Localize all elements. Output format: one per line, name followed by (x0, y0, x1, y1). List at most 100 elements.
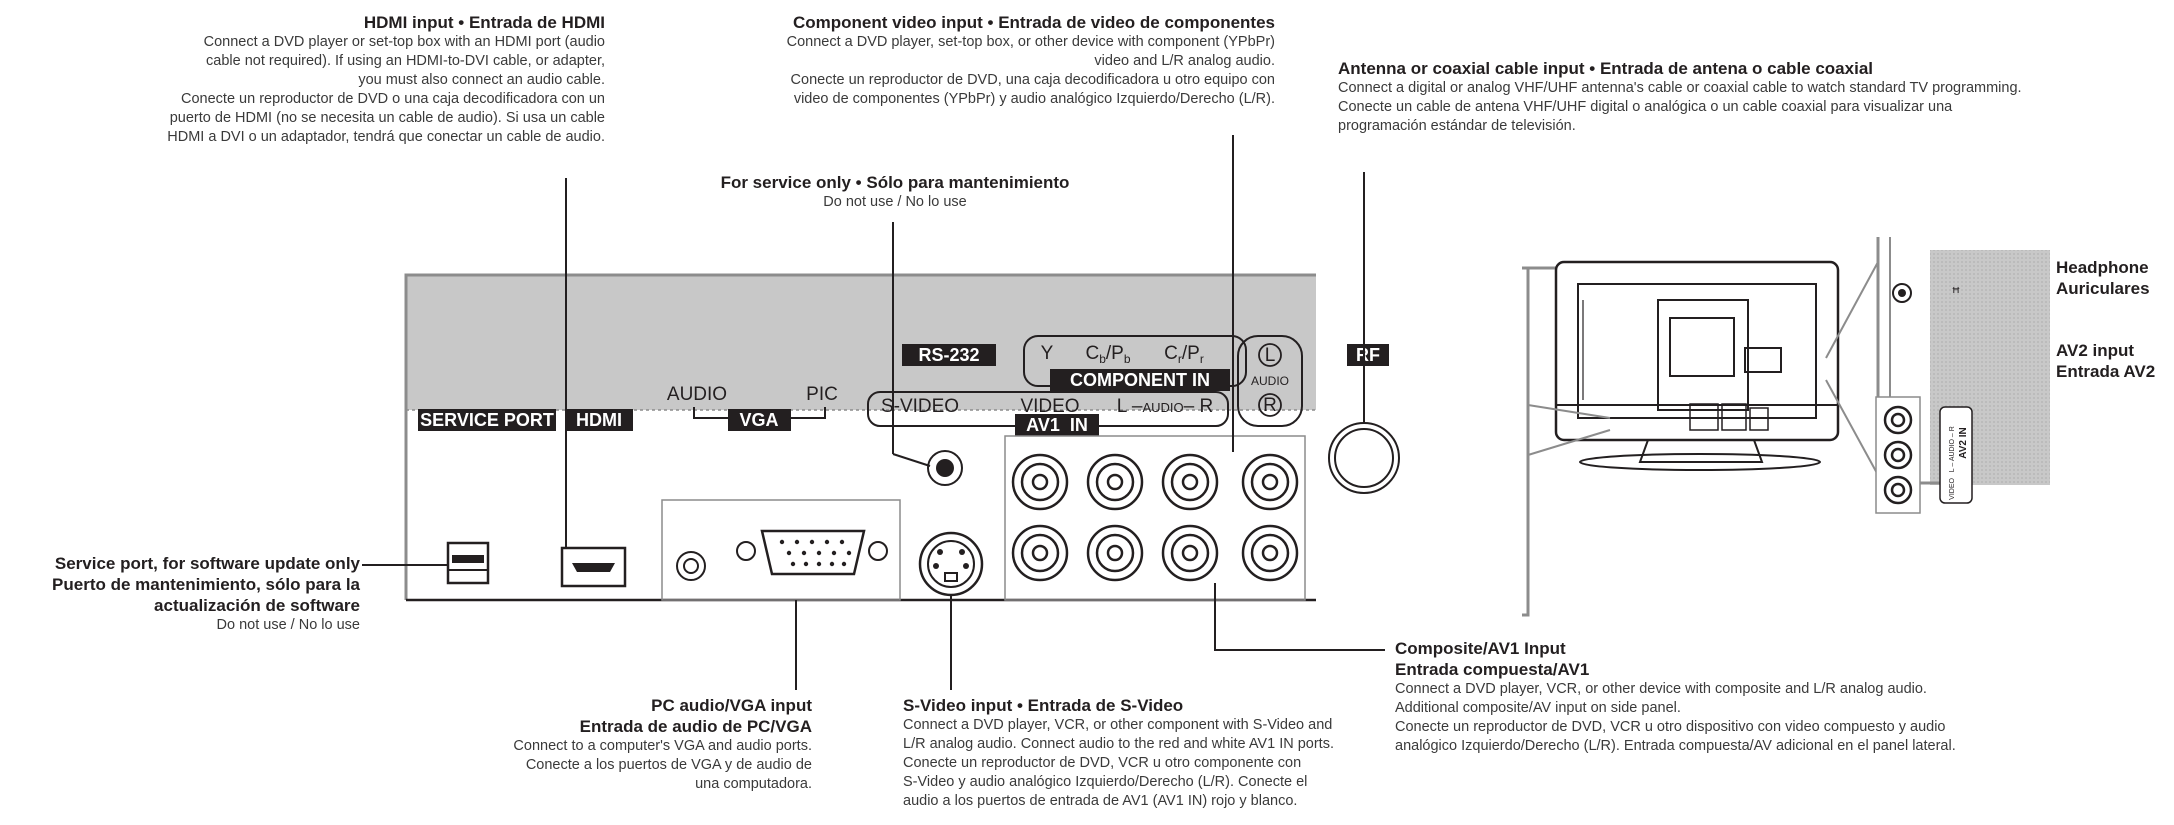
audio-r-jack (1241, 524, 1299, 582)
service-port-callout-title: Puerto de mantenimiento, sólo para la (52, 575, 360, 594)
vga-badge-text: VGA (739, 410, 778, 430)
composite-callout-title: Entrada compuesta/AV1 (1395, 660, 1590, 679)
back-panel (404, 273, 1316, 602)
rs232-badge (902, 344, 996, 366)
component-callout-line: video de componentes (YPbPr) y audio ana… (793, 91, 1275, 107)
side-panel-inset: ꟸ AV2 IN VIDEO L – AUDIO – R (1875, 237, 2055, 514)
headphone-jack (1892, 283, 1912, 303)
pc-vga-callout-line: Conecte a los puertos de VGA y de audio … (525, 757, 812, 773)
component-pb-jack (1086, 453, 1144, 511)
pc-vga-callout-line: una computadora. (695, 776, 812, 792)
service-port-callout-title: actualización de software (154, 596, 360, 615)
rf-badge-text: RF (1356, 345, 1380, 365)
headphone-callout: Headphone Auriculares (2056, 257, 2171, 299)
service-only-callout-line: Do not use / No lo use (823, 194, 967, 210)
component-callout-line: Conecte un reproductor de DVD, una caja … (790, 72, 1275, 88)
composite-callout-line: Conecte un reproductor de DVD, VCR u otr… (1395, 719, 1946, 735)
component-pr-jack (1161, 453, 1219, 511)
av1-video-jack (1011, 524, 1069, 582)
svideo-callout-line: L/R analog audio. Connect audio to the r… (903, 736, 1334, 752)
hdmi-callout-line: cable not required). If using an HDMI-to… (206, 53, 605, 69)
hdmi-callout: HDMI input • Entrada de HDMI Connect a D… (75, 12, 605, 147)
av2-callout-title: Entrada AV2 (2056, 362, 2156, 381)
av1-audio-label: L –AUDIO– R (1117, 396, 1213, 417)
service-only-leader-hook (892, 453, 931, 467)
zoom-bracket (1522, 266, 1560, 617)
vga-port (736, 529, 888, 576)
composite-callout-line: Additional composite/AV input on side pa… (1395, 700, 1681, 716)
antenna-callout-line: programación estándar de televisión. (1338, 118, 1576, 134)
component-callout-line: video and L/R analog audio. (1094, 53, 1275, 69)
av1-audio-l-jack (1086, 524, 1144, 582)
component-in-badge-text: COMPONENT IN (1070, 370, 1210, 390)
vga-pic-label: PIC (806, 384, 838, 405)
pc-audio-jack (676, 551, 706, 581)
rf-badge (1347, 344, 1389, 366)
rs232-jack (927, 450, 963, 486)
hdmi-callout-line: you must also connect an audio cable. (358, 72, 605, 88)
svideo-callout-line: Conecte un reproductor de DVD, VCR u otr… (903, 755, 1302, 771)
rf-antenna-jack (1328, 422, 1400, 494)
pc-vga-callout-title: PC audio/VGA input (651, 696, 812, 715)
composite-leader (1214, 583, 1385, 651)
service-port-badge-text: SERVICE PORT (420, 410, 554, 430)
service-port-callout: Service port, for software update only P… (0, 553, 360, 635)
component-cb-label: Cb/Pb (1085, 343, 1130, 366)
av1-video-label: VIDEO (1020, 396, 1079, 417)
av2-jacks (1883, 405, 1913, 505)
av2-side-small-text: VIDEO L – AUDIO – R (1949, 426, 1956, 500)
rca-jacks (1011, 453, 1299, 582)
vga-audio-label: AUDIO (667, 384, 727, 405)
composite-callout-title: Composite/AV1 Input (1395, 639, 1566, 658)
composite-callout-line: Connect a DVD player, VCR, or other devi… (1395, 681, 1927, 697)
rs232-badge-text: RS-232 (918, 345, 979, 365)
tv-rear-view (1554, 260, 1840, 471)
av1-in-badge-text: AV1 IN (1026, 415, 1088, 435)
hdmi-callout-line: Connect a DVD player or set-top box with… (203, 34, 605, 50)
headphone-callout-title: Headphone (2056, 258, 2149, 277)
antenna-callout-line: Connect a digital or analog VHF/UHF ante… (1338, 80, 2022, 96)
pc-vga-frame (661, 499, 901, 601)
panel-frame (404, 273, 1316, 600)
svideo-callout-title: S-Video input • Entrada de S-Video (903, 696, 1184, 715)
hdmi-callout-line: puerto de HDMI (no se necesita un cable … (169, 110, 605, 126)
pc-vga-callout: PC audio/VGA input Entrada de audio de P… (430, 695, 812, 794)
rca-jack-frame (1004, 435, 1306, 601)
service-port-badge (418, 409, 556, 431)
component-y-jack (1011, 453, 1069, 511)
svideo-callout-line: Connect a DVD player, VCR, or other comp… (903, 717, 1333, 733)
audio-lr-pill (1237, 335, 1303, 427)
hdmi-callout-line: HDMI a DVI o un adaptador, tendrá que co… (167, 129, 605, 145)
pc-vga-callout-title: Entrada de audio de PC/VGA (579, 717, 812, 736)
component-callout-title: Component video input • Entrada de video… (793, 13, 1275, 32)
av2-audio-r-jack (1883, 475, 1913, 505)
panel-labels: SERVICE PORT HDMI AUDIO PIC VGA RS-232 R… (418, 335, 1389, 436)
svideo-callout-line: S-Video y audio analógico Izquierdo/Dere… (903, 774, 1308, 790)
svideo-callout: S-Video input • Entrada de S-Video Conne… (903, 695, 1373, 811)
hdmi-callout-title: HDMI input • Entrada de HDMI (363, 13, 605, 32)
tv-zoom-guides (1527, 261, 1879, 476)
av2-audio-l-jack (1883, 440, 1913, 470)
usb-service-port (446, 541, 490, 585)
component-callout: Component video input • Entrada de video… (690, 12, 1275, 109)
av2-video-jack (1883, 405, 1913, 435)
av1-audio-r-jack (1161, 524, 1219, 582)
component-in-badge (1050, 369, 1230, 391)
av2-side-label-frame (1939, 406, 1973, 504)
av2-side-label-text: AV2 IN (1958, 427, 1969, 459)
hdmi-callout-line: Conecte un reproductor de DVD o una caja… (181, 91, 605, 107)
composite-callout: Composite/AV1 Input Entrada compuesta/AV… (1395, 638, 2055, 756)
av1-svideo-label: S-VIDEO (881, 396, 959, 417)
service-only-callout: For service only • Sólo para mantenimien… (680, 172, 1110, 212)
antenna-callout: Antenna or coaxial cable input • Entrada… (1338, 58, 2138, 136)
component-y-label: Y (1041, 343, 1054, 364)
service-port-callout-line: Do not use / No lo use (216, 617, 360, 633)
vga-badge (728, 409, 791, 431)
av2-side-label: AV2 IN VIDEO L – AUDIO – R (1949, 426, 1969, 500)
svideo-callout-line: audio a los puertos de entrada de AV1 (A… (903, 793, 1298, 809)
av2-jack-frame (1875, 396, 1921, 514)
audio-l-jack (1241, 453, 1299, 511)
hdmi-badge-text: HDMI (576, 410, 622, 430)
antenna-callout-title: Antenna or coaxial cable input • Entrada… (1338, 59, 1873, 78)
